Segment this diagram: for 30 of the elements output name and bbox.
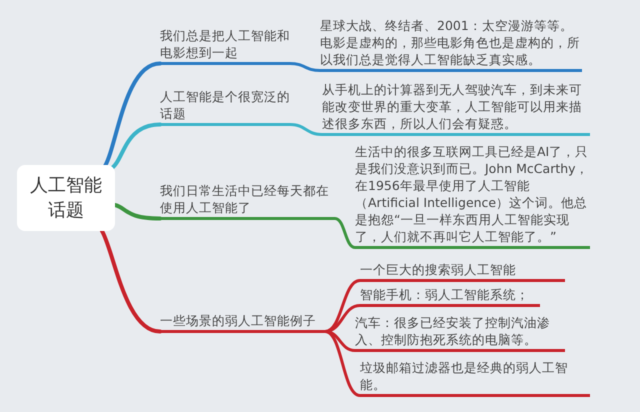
branch-line bbox=[288, 123, 324, 136]
branch-line bbox=[110, 122, 162, 170]
topic-text: 一些场景的弱人工智能例子 bbox=[160, 313, 316, 328]
branch-line bbox=[288, 62, 322, 72]
topic-text: 垃圾邮箱过滤器也是经典的弱人工智能。 bbox=[360, 360, 568, 392]
central-topic-box bbox=[17, 165, 115, 231]
branch-line bbox=[113, 203, 162, 220]
branch-topic bbox=[160, 88, 290, 126]
branch-line bbox=[324, 330, 362, 397]
branch-topic bbox=[160, 182, 335, 220]
subtopic bbox=[355, 314, 565, 352]
branch-topic bbox=[160, 27, 290, 65]
subtopic bbox=[360, 261, 565, 282]
branch-line bbox=[103, 62, 162, 168]
topic-text: 我们日常生活中已经每天都在使用人工智能了 bbox=[160, 183, 329, 215]
topic-text: 智能手机：弱人工智能系统； bbox=[360, 287, 529, 302]
topic-text: 汽车：很多已经安装了控制汽油渗入、控制防抱死系统的电脑等。 bbox=[355, 315, 550, 347]
topic-text: 从手机上的计算器到无人驾驶汽车，到未来可能改变世界的重大变革，人工智能可以用来描述很多东西，所以人们会有疑惑。 bbox=[322, 82, 582, 131]
topic-text: 我们总是把人工智能和电影想到一起 bbox=[160, 28, 290, 60]
branch-line bbox=[324, 279, 362, 333]
branch-line bbox=[100, 229, 162, 334]
topic-text: 人工智能话题 bbox=[29, 174, 103, 222]
topic-text: 一个巨大的搜索弱人工智能 bbox=[360, 262, 516, 277]
topic-text: 星球大战、终结者、2001：太空漫游等等。电影是虚构的，那些电影角色也是虚构的，所以我们总是觉得人工智能缺乏真实感。 bbox=[320, 18, 580, 67]
topic-text: 生活中的很多互联网工具已经是AI了，只是我们没意识到而已。John McCarthy，在1956年最早使用了人工智能（Artificial Intelligence）这个词。他总是抱怨“一旦一样东西用人工智能实现了，人们就不再叫它人工智能了。” bbox=[355, 144, 589, 244]
branch-line bbox=[334, 217, 356, 249]
branch-topic bbox=[160, 312, 325, 333]
topic-text: 人工智能是个很宽泛的话题 bbox=[160, 89, 290, 121]
subtopic bbox=[360, 286, 540, 307]
subtopic bbox=[360, 359, 590, 397]
